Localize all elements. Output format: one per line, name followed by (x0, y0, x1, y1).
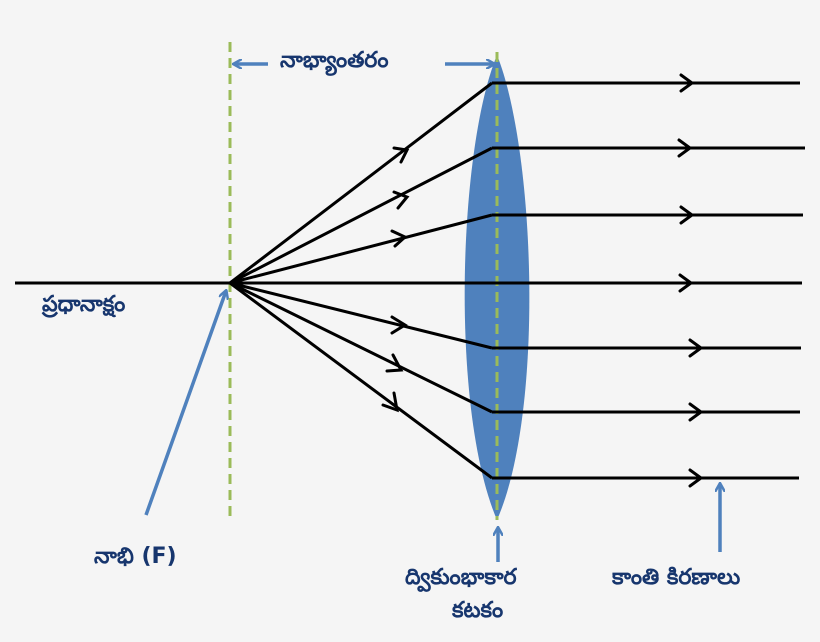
incident-rays (229, 81, 493, 480)
focus-label: నాభి (F) (94, 544, 177, 569)
incident-arrowheads (381, 146, 410, 413)
refracted-arrowheads (677, 73, 704, 488)
focus-pointer-arrow (144, 291, 226, 516)
principal-axis-label: ప్రధానాక్షం (42, 292, 126, 317)
lens-label-line1: ద్వికుంభాకార (405, 565, 517, 590)
lens-label-line2: కటకం (452, 598, 504, 623)
focal-length-label: నాభ్యాంతరం (280, 48, 389, 73)
convex-lens (464, 55, 530, 520)
light-rays-label: కాంతి కిరణాలు (612, 565, 741, 590)
refracted-rays (492, 81, 805, 480)
